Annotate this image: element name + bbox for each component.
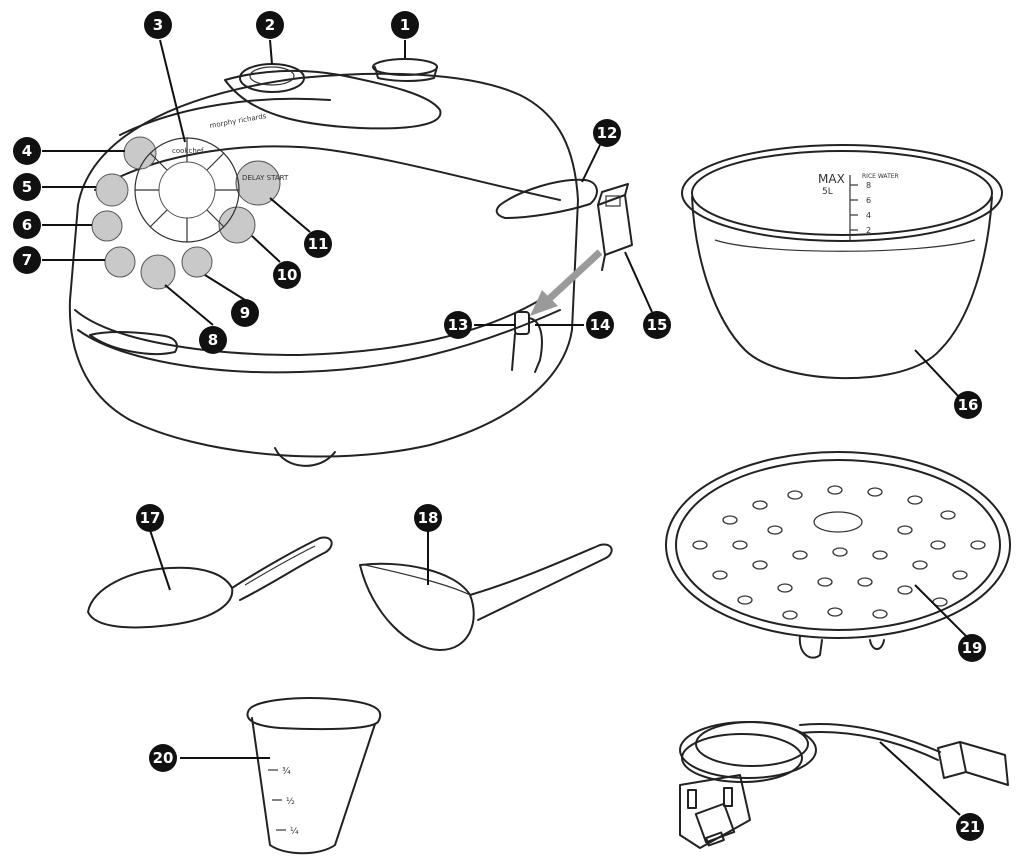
steam-holes [693,486,985,619]
svg-text:1: 1 [400,16,410,34]
rice-cooker: morphy richards DELAY START cookchef [70,59,597,466]
cup-tick-three-quarter: ¾ [282,767,291,777]
callout-21: 21 [956,813,984,841]
callout-8: 8 [199,326,227,354]
svg-text:9: 9 [240,304,250,322]
soup-ladle [360,544,612,650]
svg-text:21: 21 [960,818,981,836]
callout-2: 2 [256,11,284,39]
callout-14: 14 [586,311,614,339]
callout-16: 16 [954,391,982,419]
svg-text:2: 2 [265,16,275,34]
display-screen [159,162,215,218]
callout-20: 20 [149,744,177,772]
callout-15: 15 [643,311,671,339]
display-logo: cookchef [172,147,204,155]
callout-5: 5 [13,173,41,201]
inner-bowl: MAX 5L RICE WATER 8 6 4 2 [682,145,1002,378]
svg-text:14: 14 [590,316,611,334]
svg-text:8: 8 [208,331,218,349]
callout-1: 1 [391,11,419,39]
delay-start-label: DELAY START [242,174,289,182]
callout-9: 9 [231,299,259,327]
svg-text:3: 3 [153,16,163,34]
svg-text:4: 4 [22,142,32,160]
cup-tick-quarter: ¼ [290,827,299,837]
callout-10: 10 [273,261,301,289]
bowl-tick-2: 2 [866,226,871,235]
svg-text:20: 20 [153,749,174,767]
svg-text:16: 16 [958,396,979,414]
svg-text:5: 5 [22,178,32,196]
svg-text:11: 11 [308,235,329,253]
callout-11: 11 [304,230,332,258]
control-panel: DELAY START cookchef [92,137,289,289]
callout-13: 13 [444,311,472,339]
callout-6: 6 [13,211,41,239]
brand-text: morphy richards [209,112,267,130]
svg-text:10: 10 [277,266,298,284]
svg-text:7: 7 [22,251,32,269]
cup-tick-half: ½ [286,797,295,807]
panel-button-10 [219,207,255,243]
panel-button-7 [105,247,135,277]
max-capacity: 5L [822,187,833,197]
callout-12: 12 [593,119,621,147]
bowl-tick-4: 4 [866,211,871,220]
bowl-tick-8: 8 [866,181,871,190]
callout-18: 18 [414,504,442,532]
panel-button-8 [141,255,175,289]
svg-text:12: 12 [597,124,618,142]
svg-text:19: 19 [962,639,983,657]
max-label: MAX [818,172,845,186]
panel-button-6 [92,211,122,241]
callout-4: 4 [13,137,41,165]
svg-text:6: 6 [22,216,32,234]
svg-text:15: 15 [647,316,668,334]
bowl-tick-6: 6 [866,196,871,205]
callout-7: 7 [13,246,41,274]
steam-tray [666,452,1010,658]
measuring-cup: ¾ ½ ¼ [247,698,380,853]
callout-badges: 1 2 3 4 5 6 7 8 9 10 11 12 13 14 15 16 1… [13,11,986,841]
rice-paddle [88,537,332,627]
callout-19: 19 [958,634,986,662]
panel-button-5 [96,174,128,206]
panel-button-11 [236,161,280,205]
svg-text:13: 13 [448,316,469,334]
svg-text:18: 18 [418,509,439,527]
svg-text:17: 17 [140,509,161,527]
water-label: RICE WATER [862,173,899,180]
callout-17: 17 [136,504,164,532]
panel-button-9 [182,247,212,277]
callout-3: 3 [144,11,172,39]
